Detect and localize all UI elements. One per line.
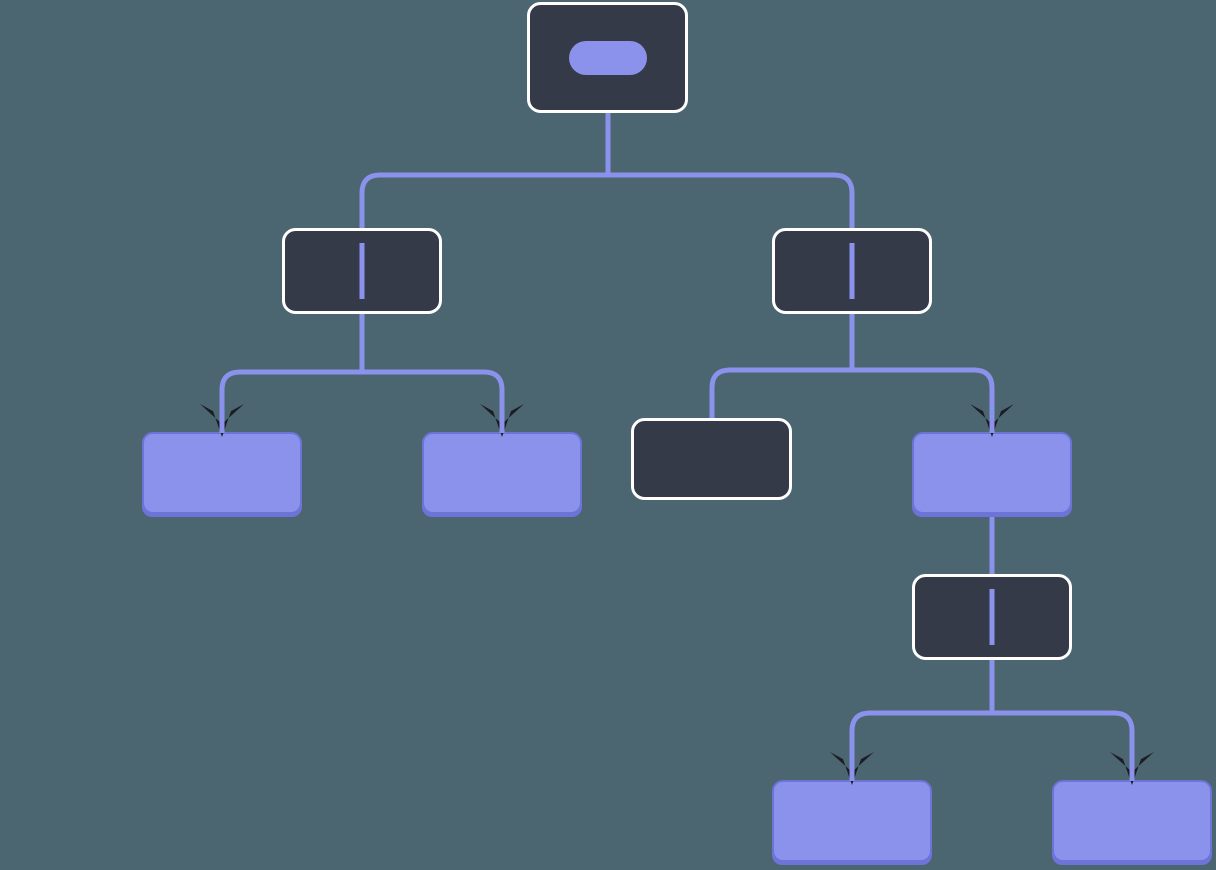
- node-body[interactable]: [631, 418, 792, 500]
- node-body[interactable]: [142, 432, 302, 514]
- arrow-layer: [200, 394, 1154, 785]
- leaf-node-2[interactable]: [422, 432, 582, 517]
- edge-arrowhead-icon: [1110, 752, 1154, 785]
- node-badge-pill: [569, 41, 647, 75]
- edge-arrowhead-icon: [200, 404, 244, 437]
- branch-right-node[interactable]: [772, 228, 932, 314]
- edge-arrowhead-icon: [830, 752, 874, 785]
- branch-left-node[interactable]: [282, 228, 442, 314]
- edge-arrowhead-icon: [970, 404, 1014, 437]
- node-layer: [142, 2, 1212, 865]
- leaf-node-6[interactable]: [1052, 780, 1212, 865]
- leaf-node-5[interactable]: [772, 780, 932, 865]
- edge-branch-left-to-leaf-1[interactable]: [219, 369, 362, 432]
- node-body[interactable]: [1052, 780, 1212, 862]
- node-body[interactable]: [422, 432, 582, 514]
- sub-branch-node[interactable]: [912, 574, 1072, 660]
- node-body[interactable]: [912, 432, 1072, 514]
- edge-branch-right-to-leaf-3[interactable]: [709, 367, 852, 418]
- edge-root-to-branch-right[interactable]: [608, 172, 855, 243]
- edge-sub-branch-to-leaf-5[interactable]: [849, 710, 992, 780]
- leaf-node-4[interactable]: [912, 432, 1072, 517]
- edge-root-to-branch-left[interactable]: [359, 172, 608, 243]
- leaf-node-3-dark[interactable]: [631, 418, 792, 500]
- edge-sub-branch-to-leaf-6[interactable]: [992, 710, 1135, 780]
- leaf-node-1[interactable]: [142, 432, 302, 517]
- root-node[interactable]: [527, 2, 688, 113]
- node-body[interactable]: [772, 780, 932, 862]
- edge-branch-left-to-leaf-2[interactable]: [362, 369, 505, 432]
- edge-branch-right-to-leaf-4[interactable]: [852, 367, 995, 432]
- edge-arrowhead-icon: [480, 404, 524, 437]
